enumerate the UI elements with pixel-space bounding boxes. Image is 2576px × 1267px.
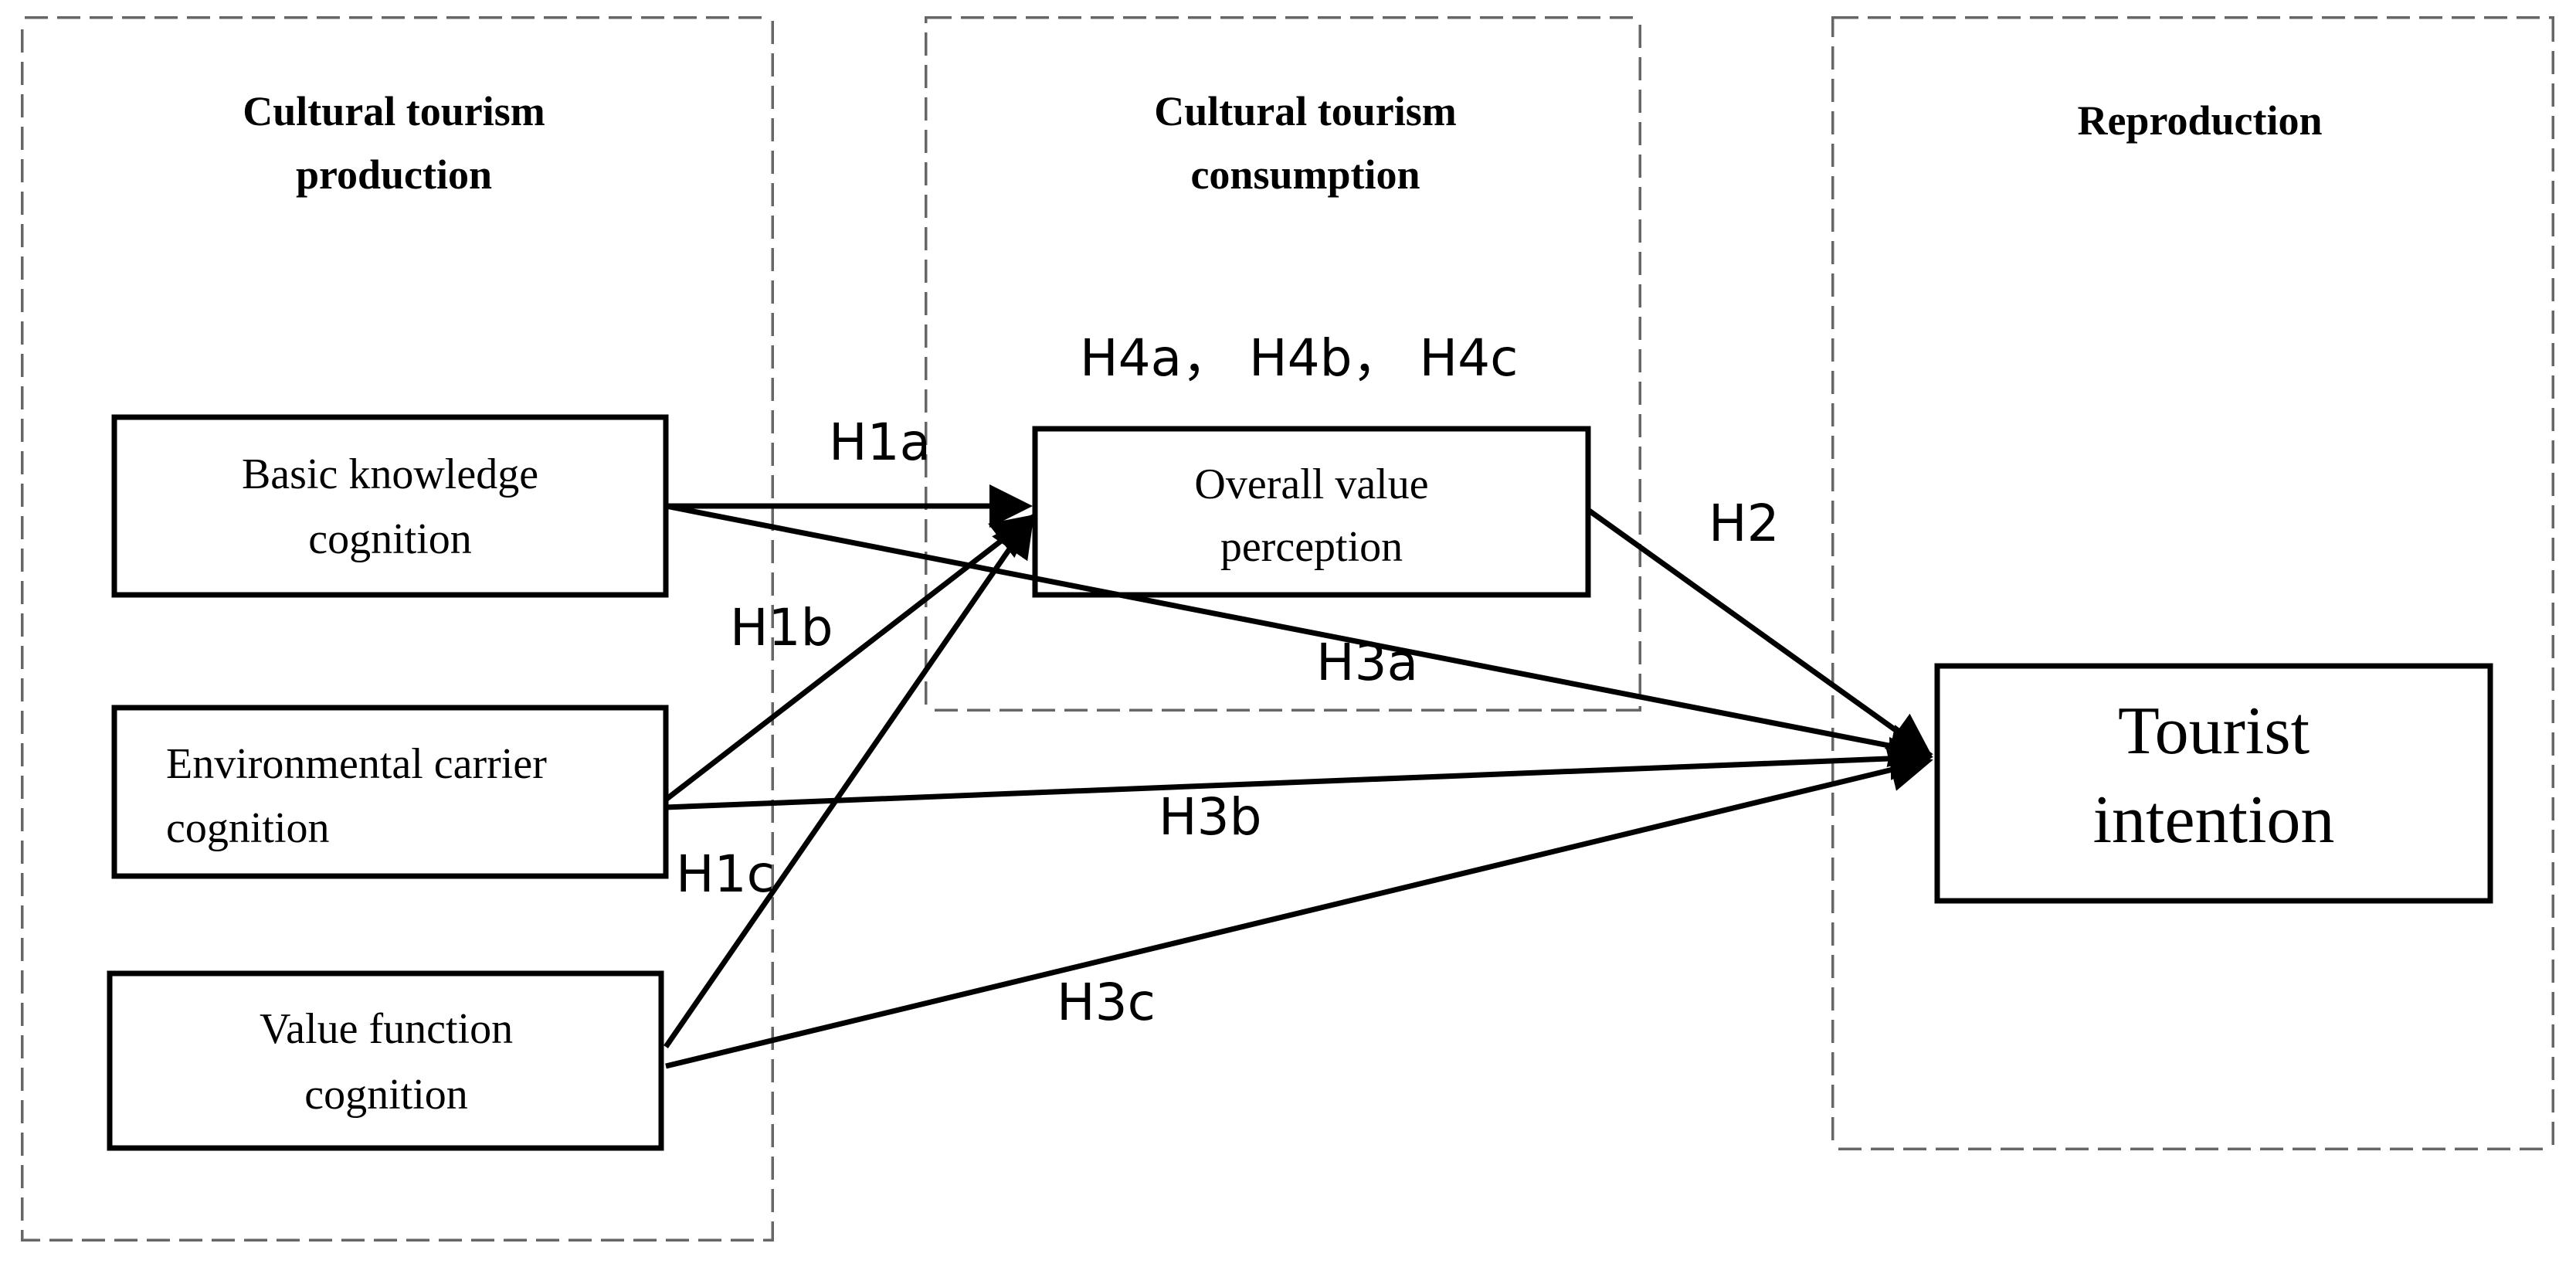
arrow-h3b: [665, 736, 1933, 810]
label-h3c: H3c: [1057, 973, 1156, 1032]
basic-knowledge-line1: Basic knowledge: [242, 450, 538, 498]
label-h3a: H3a: [1316, 633, 1418, 692]
arrow-h3c: [665, 749, 1933, 1069]
arrow-h3a: [665, 503, 1933, 768]
environmental-carrier-line1: Environmental carrier: [166, 740, 547, 788]
consumption-title-line2: consumption: [1190, 151, 1420, 198]
environmental-carrier-line2: cognition: [166, 804, 330, 852]
node-tourist-intention: Tourist intention: [1934, 663, 2493, 904]
node-overall-value: Overall value perception: [1032, 426, 1591, 598]
production-title-line1: Cultural tourism: [243, 88, 545, 134]
value-function-line2: cognition: [304, 1071, 468, 1119]
overall-value-line2: perception: [1220, 523, 1403, 571]
arrow-h2: [1586, 508, 1933, 757]
tourist-intention-line2: intention: [2093, 783, 2335, 858]
node-basic-knowledge: Basic knowledge cognition: [111, 414, 669, 598]
overall-value-line1: Overall value: [1194, 460, 1428, 508]
value-function-line1: Value function: [260, 1005, 513, 1053]
group-reproduction: [1831, 16, 2554, 1150]
tourist-intention-line1: Tourist: [2118, 694, 2310, 769]
label-h4: H4a， H4b， H4c: [1080, 328, 1518, 388]
consumption-title-line1: Cultural tourism: [1154, 88, 1457, 134]
arrow-h1c: [664, 513, 1034, 1048]
label-h2: H2: [1709, 494, 1780, 553]
label-h1c: H1c: [676, 844, 775, 904]
basic-knowledge-line2: cognition: [308, 515, 472, 563]
node-value-function: Value function cognition: [107, 970, 664, 1151]
label-h1a: H1a: [829, 413, 931, 472]
node-environmental-carrier: Environmental carrier cognition: [111, 705, 669, 879]
label-h1b: H1b: [730, 598, 833, 657]
reproduction-title: Reproduction: [2077, 97, 2322, 144]
production-title-line2: production: [296, 151, 492, 198]
label-h3b: H3b: [1159, 787, 1262, 847]
